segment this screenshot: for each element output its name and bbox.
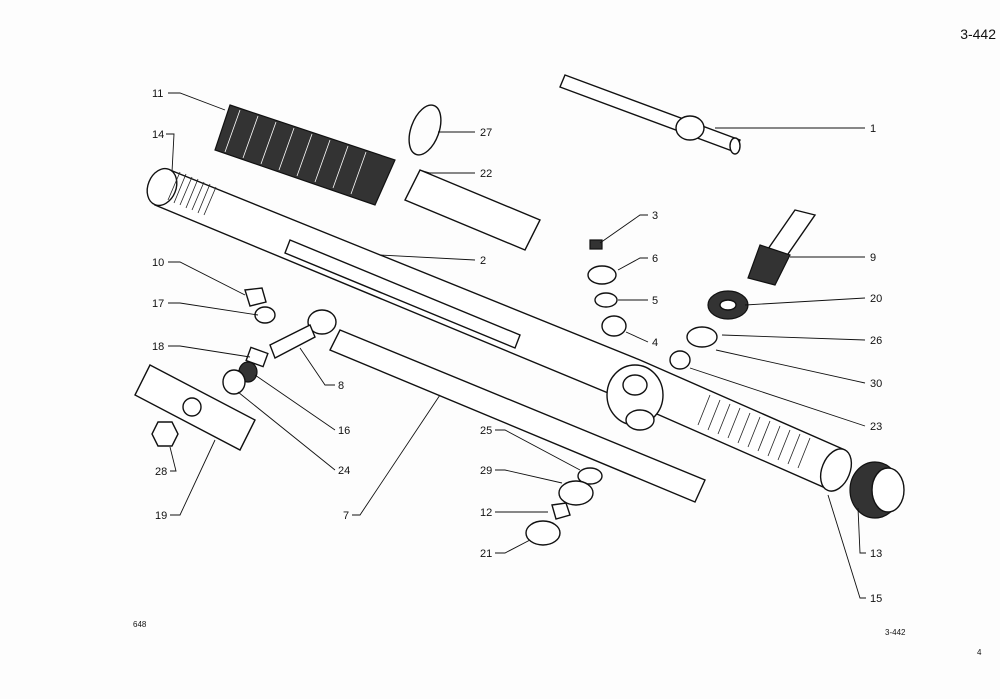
plug [589, 239, 603, 250]
page-number: 4 [977, 648, 982, 657]
nut [551, 502, 571, 520]
clamp [134, 364, 256, 451]
spring [594, 292, 618, 308]
callout-7: 7 [343, 510, 349, 522]
callout-9: 9 [870, 252, 876, 264]
callout-13: 13 [870, 548, 882, 560]
callout-17: 17 [152, 298, 164, 310]
callout-14: 14 [152, 129, 164, 141]
clip [408, 104, 442, 156]
callout-27: 27 [480, 127, 492, 139]
callout-24: 24 [338, 465, 350, 477]
figure-code: 648 [133, 620, 147, 629]
callout-4: 4 [652, 337, 658, 349]
steering-rack-assembly [559, 74, 741, 155]
pinion [747, 209, 817, 286]
callout-30: 30 [870, 378, 882, 390]
rack-housing-tube [146, 167, 853, 492]
callout-21: 21 [480, 548, 492, 560]
callout-28: 28 [155, 466, 167, 478]
sleeve [404, 169, 541, 251]
tie-rod [269, 309, 706, 503]
rubber-boot [214, 104, 396, 206]
callout-18: 18 [152, 341, 164, 353]
callout-12: 12 [480, 507, 492, 519]
callout-26: 26 [870, 335, 882, 347]
callout-5: 5 [652, 295, 658, 307]
callout-19: 19 [155, 510, 167, 522]
callout-6: 6 [652, 253, 658, 265]
callout-11: 11 [152, 88, 163, 100]
thrust-pad [601, 315, 627, 337]
callout-16: 16 [338, 425, 350, 437]
ring [222, 369, 246, 395]
cap [587, 265, 617, 285]
washer [686, 326, 718, 348]
callout-3: 3 [652, 210, 658, 222]
callout-25: 25 [480, 425, 492, 437]
callout-29: 29 [480, 465, 492, 477]
sheet-number: 3-442 [960, 26, 996, 42]
callout-8: 8 [338, 380, 344, 392]
nut [151, 421, 179, 447]
plate [245, 346, 269, 368]
washer [525, 520, 561, 546]
callout-22: 22 [480, 168, 492, 180]
callout-labels: 11 14 10 17 18 28 19 7 25 29 12 21 1 27 … [152, 88, 882, 605]
figure-reference: 3-442 [885, 628, 906, 637]
washer [577, 467, 603, 485]
callout-20: 20 [870, 293, 882, 305]
callout-10: 10 [152, 257, 164, 269]
callout-15: 15 [870, 593, 882, 605]
nut [244, 287, 267, 307]
leader-lines [166, 92, 866, 599]
callout-2: 2 [480, 255, 486, 267]
callout-23: 23 [870, 421, 882, 433]
washer [558, 480, 594, 506]
lock-washer [669, 350, 691, 370]
lock-plate [254, 306, 276, 324]
callout-1: 1 [870, 123, 876, 135]
